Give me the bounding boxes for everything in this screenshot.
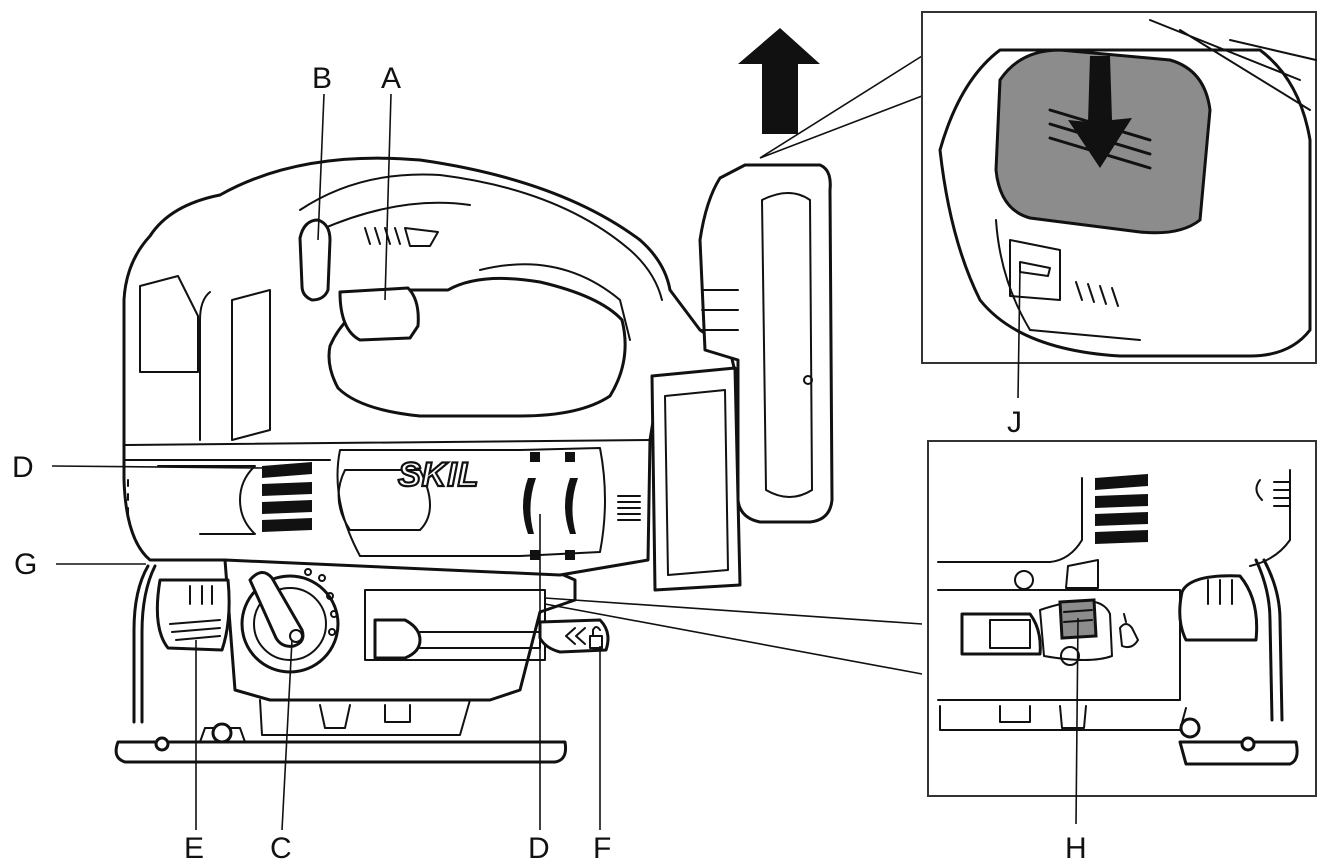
battery-release-inset (759, 11, 1317, 399)
dial-knob (248, 571, 305, 648)
speed-wheel-B (298, 218, 332, 302)
jigsaw-illustration: SKIL (114, 156, 834, 764)
callout-labels: B A D G E C D F J H (12, 62, 1087, 865)
selector-inset (544, 440, 1317, 825)
leader-lines (51, 93, 601, 831)
trigger-A (338, 286, 420, 342)
blade-release-lever (373, 618, 422, 660)
hand-icon (1119, 613, 1139, 649)
brand-plate (336, 447, 606, 557)
label-H: H (1065, 832, 1087, 865)
dust-port-E (155, 578, 231, 652)
label-B: B (312, 62, 332, 95)
padlock-icon (589, 626, 603, 649)
brand-logo: SKIL (398, 456, 479, 494)
label-J: J (1007, 406, 1022, 439)
label-D-bottom: D (528, 832, 550, 865)
label-C: C (270, 832, 292, 865)
vent-left-D (262, 462, 312, 532)
orbit-brackets-D (523, 452, 578, 560)
down-arrow-icon (1068, 56, 1132, 168)
label-D-left: D (12, 451, 34, 484)
label-F: F (593, 832, 611, 865)
label-E: E (184, 832, 204, 865)
label-A: A (381, 62, 401, 95)
up-arrow-icon (738, 28, 820, 134)
rear-housing (650, 366, 742, 592)
battery-pack (698, 163, 834, 524)
label-G: G (14, 548, 37, 581)
base-shoe (114, 740, 567, 764)
guard-rod (132, 564, 150, 724)
